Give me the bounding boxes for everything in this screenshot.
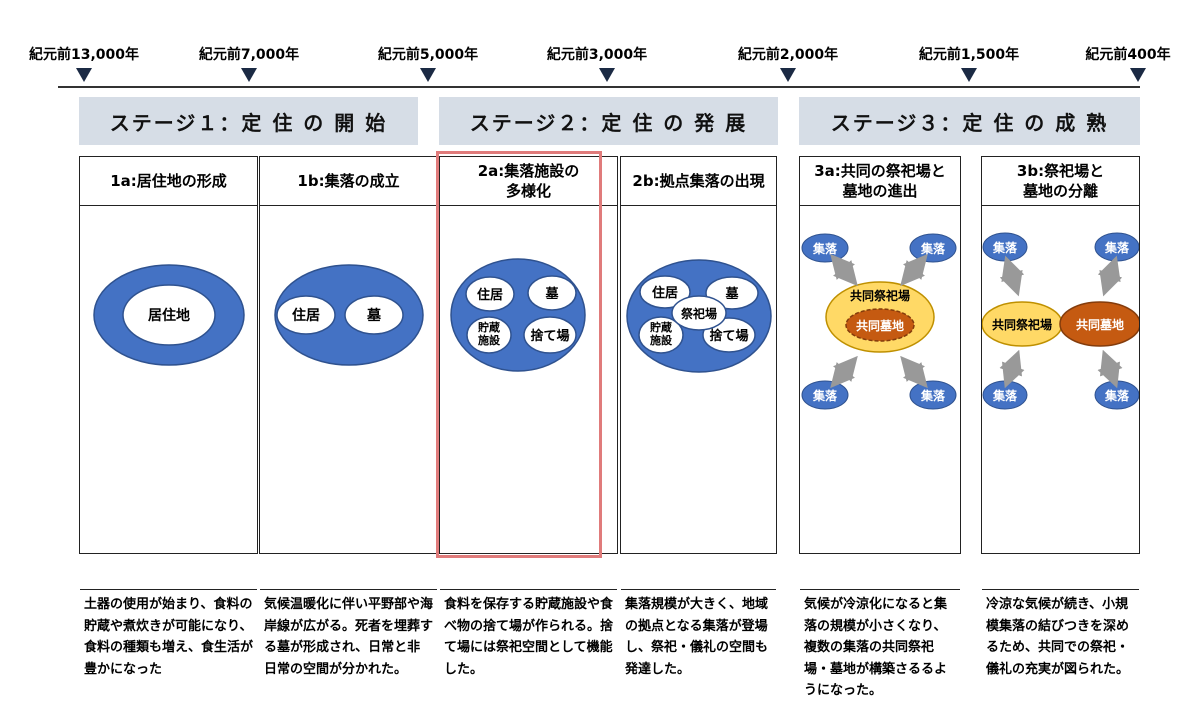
storage-label: 貯蔵施設 (478, 320, 501, 347)
card-1b-text: 気候温暖化に伴い平野部や海岸線が広がる。死者を埋葬する墓が形成され、日常と非日常… (260, 589, 437, 713)
settlement-label-sw: 集落 (812, 388, 838, 403)
arrow-ne (1097, 255, 1123, 297)
arrow-nw (830, 253, 858, 287)
card-1b-title: 1b:集落の成立 (260, 157, 437, 206)
timeline-label-2: 紀元前7,000年 (198, 47, 300, 63)
arrow-sw (830, 355, 858, 389)
timeline-marker-1 (76, 68, 92, 82)
grave-ellipse (344, 295, 404, 335)
stage-1-header: ステージ１：定 住 の 開 始 (79, 97, 418, 145)
common-ritual-site-label: 共同祭祀場 (992, 317, 1052, 332)
card-3a: 3a:共同の祭祀場と 墓地の進出 共同祭祀場 共同墓地 集落 集落 集落 集落 … (799, 156, 961, 698)
dwelling-label: 住居 (652, 285, 678, 301)
ritual-site-label: 祭祀場 (680, 306, 717, 321)
card-1a-diagram: 居住地 (80, 205, 257, 589)
timeline-axis (58, 86, 1140, 88)
settlement-label-ne: 集落 (920, 241, 946, 256)
settlement-label-nw: 集落 (992, 240, 1018, 255)
dwelling-ellipse (639, 275, 691, 309)
timeline-label-3: 紀元前5,000年 (377, 47, 479, 63)
card-1b-diagram: 住居 墓 (260, 205, 437, 589)
dump-site-ellipse (523, 316, 577, 354)
card-2b-title: 2b:拠点集落の出現 (621, 157, 776, 206)
card-1b: 1b:集落の成立 住居 墓 気候温暖化に伴い平野部や海岸線が広がる。死者を埋葬す… (259, 156, 438, 677)
common-cemetery-label: 共同墓地 (856, 318, 904, 333)
timeline-label-7: 紀元前400年 (1085, 47, 1171, 63)
ritual-site-ellipse (671, 295, 727, 331)
dump-site-label: 捨て場 (530, 328, 569, 344)
timeline-label-6: 紀元前1,500年 (918, 47, 1020, 63)
timeline-marker-2 (241, 68, 257, 82)
settlement-label-se: 集落 (920, 388, 946, 403)
timeline-marker-3 (420, 68, 436, 82)
residence-area-ellipse (122, 284, 216, 346)
card-3b-diagram: 共同祭祀場 共同墓地 集落 集落 集落 集落 (982, 205, 1139, 589)
timeline-marker-7 (1130, 68, 1146, 82)
settlement-label-se: 集落 (1104, 388, 1130, 403)
dwelling-label: 住居 (292, 307, 320, 324)
dwelling-ellipse (276, 295, 336, 335)
stage-2-header: ステージ２：定 住 の 発 展 (439, 97, 778, 145)
timeline-marker-4 (599, 68, 615, 82)
residence-area-label: 居住地 (148, 307, 190, 324)
arrow-sw (999, 349, 1025, 389)
card-2a-diagram: 住居 墓 貯蔵施設 捨て場 (440, 205, 617, 589)
arrow-se (1097, 349, 1123, 389)
grave-ellipse (527, 275, 577, 311)
stage-3-header: ステージ３：定 住 の 成 熟 (799, 97, 1140, 145)
settlement-label-nw: 集落 (812, 241, 838, 256)
card-2b-diagram: 住居 墓 貯蔵施設 捨て場 祭祀場 (621, 205, 776, 589)
card-1a: 1a:居住地の形成 居住地 土器の使用が始まり、食料の貯蔵や煮炊きが可能になり、… (79, 156, 258, 677)
common-cemetery-label: 共同墓地 (1076, 317, 1124, 332)
timeline-label-4: 紀元前3,000年 (546, 47, 648, 63)
storage-ellipse (638, 316, 684, 354)
timeline-marker-6 (961, 68, 977, 82)
card-3b-text: 冷涼な気候が続き、小規模集落の結びつきを深めるため、共同での祭祀・儀礼の充実が図… (982, 589, 1139, 713)
timeline-marker-5 (780, 68, 796, 82)
timeline-label-1: 紀元前13,000年 (28, 47, 140, 63)
arrow-nw (999, 255, 1025, 297)
card-2a-text: 食料を保存する貯蔵施設や食べ物の捨て場が作られる。捨て場には祭祀空間として機能し… (440, 589, 617, 713)
card-3a-diagram: 共同祭祀場 共同墓地 集落 集落 集落 集落 (800, 205, 960, 589)
timeline-label-5: 紀元前2,000年 (737, 47, 839, 63)
storage-label-line-1: 貯蔵 (650, 320, 672, 334)
arrow-ne (900, 253, 928, 287)
card-3a-title: 3a:共同の祭祀場と 墓地の進出 (800, 157, 960, 206)
common-cemetery-ellipse (845, 308, 915, 342)
highlight-frame (436, 151, 602, 558)
dump-site-label: 捨て場 (709, 328, 748, 344)
storage-label-line-1: 貯蔵 (478, 320, 500, 334)
card-3b-title: 3b:祭祀場と 墓地の分離 (982, 157, 1139, 206)
storage-label-line-2: 施設 (650, 333, 673, 347)
dwelling-label: 住居 (477, 287, 503, 303)
common-ritual-site-label: 共同祭祀場 (850, 288, 910, 303)
storage-label: 貯蔵施設 (650, 320, 673, 347)
card-2b: 2b:拠点集落の出現 住居 墓 貯蔵施設 捨て場 祭祀場 集落規模が大きく、地域… (620, 156, 777, 677)
card-2b-text: 集落規模が大きく、地域の拠点となる集落が登場し、祭祀・儀礼の空間も発達した。 (621, 589, 776, 713)
storage-label-line-2: 施設 (478, 333, 501, 347)
grave-label: 墓 (724, 286, 739, 302)
dwelling-ellipse (465, 276, 515, 312)
common-cemetery-ellipse (1059, 301, 1139, 347)
settlement-label-ne: 集落 (1104, 240, 1130, 255)
settlement-label-sw: 集落 (992, 388, 1018, 403)
card-2a-title: 2a:集落施設の 多様化 (440, 157, 617, 206)
grave-label: 墓 (544, 286, 559, 302)
card-3a-text: 気候が冷涼化になると集落の規模が小さくなり、複数の集落の共同祭祀場・墓地が構築さ… (800, 589, 960, 713)
storage-ellipse (466, 316, 512, 354)
card-3b: 3b:祭祀場と 墓地の分離 共同祭祀場 共同墓地 集落 集落 集落 集落 冷涼な… (981, 156, 1140, 677)
grave-label: 墓 (366, 307, 382, 324)
card-1a-text: 土器の使用が始まり、食料の貯蔵や煮炊きが可能になり、食料の種類も増え、食生活が豊… (80, 589, 257, 713)
card-1a-title: 1a:居住地の形成 (80, 157, 257, 206)
arrow-se (900, 355, 928, 389)
